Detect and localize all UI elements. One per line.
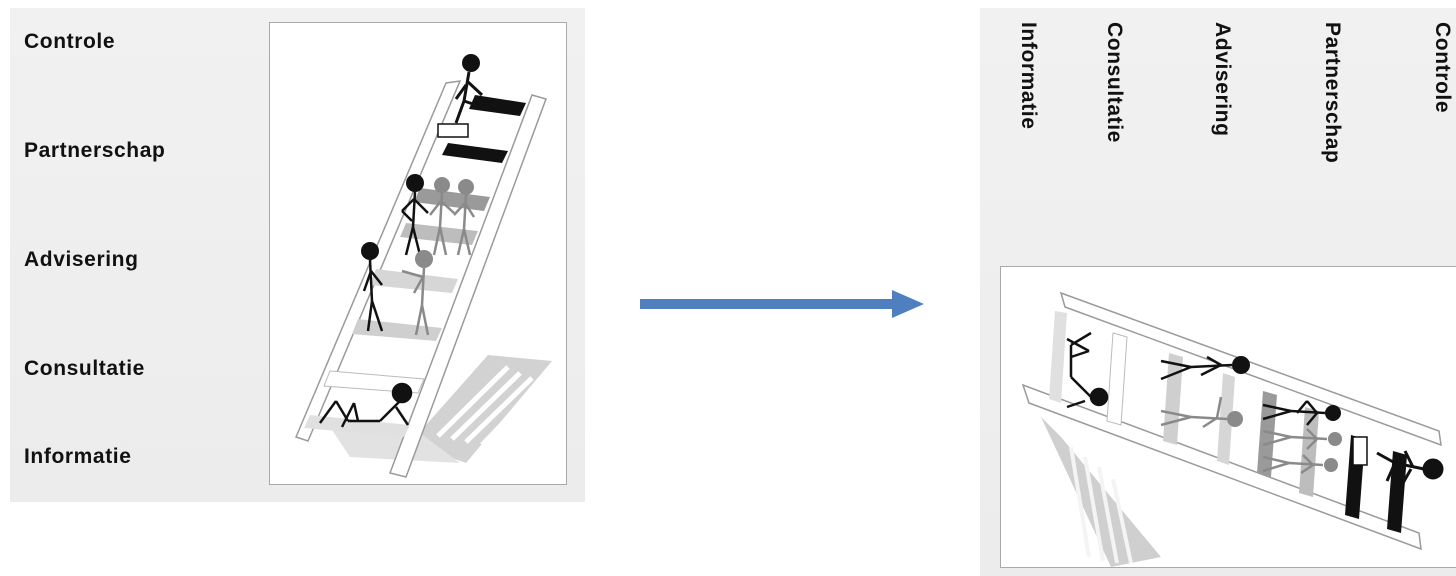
arrow-right-icon bbox=[640, 290, 924, 318]
rotated-partnerschap-text: Partnerschap bbox=[1320, 22, 1344, 163]
rotated-label-partnerschap: Partnerschap bbox=[1344, 22, 1345, 23]
ladder-illustration bbox=[270, 23, 566, 484]
left-panel: Controle Partnerschap Advisering Consult… bbox=[10, 8, 585, 502]
rotated-label-informatie: Informatie bbox=[1040, 22, 1041, 23]
rotated-advisering-text: Advisering bbox=[1210, 22, 1234, 137]
rotated-controle-text: Controle bbox=[1430, 22, 1454, 113]
rotated-consultatie-text: Consultatie bbox=[1102, 22, 1126, 143]
label-partnerschap: Partnerschap bbox=[24, 139, 165, 163]
rotated-label-consultatie: Consultatie bbox=[1126, 22, 1127, 23]
rotated-ladder-illustration bbox=[1001, 267, 1456, 567]
rotated-ladder-graphic bbox=[1023, 293, 1442, 567]
label-controle: Controle bbox=[24, 30, 115, 54]
rotated-figure-consultatie bbox=[1067, 333, 1107, 407]
rotated-ladder-frame bbox=[1000, 266, 1456, 568]
label-consultatie: Consultatie bbox=[24, 357, 145, 381]
label-informatie: Informatie bbox=[24, 445, 132, 469]
ladder-graphic bbox=[296, 54, 552, 477]
label-advisering: Advisering bbox=[24, 248, 139, 272]
rotated-label-advisering: Advisering bbox=[1234, 22, 1235, 23]
rotated-informatie-text: Informatie bbox=[1016, 22, 1040, 130]
ladder-frame bbox=[269, 22, 567, 485]
right-panel: Informatie Consultatie Advisering Partne… bbox=[980, 8, 1456, 576]
rotated-label-controle: Controle bbox=[1454, 22, 1455, 23]
